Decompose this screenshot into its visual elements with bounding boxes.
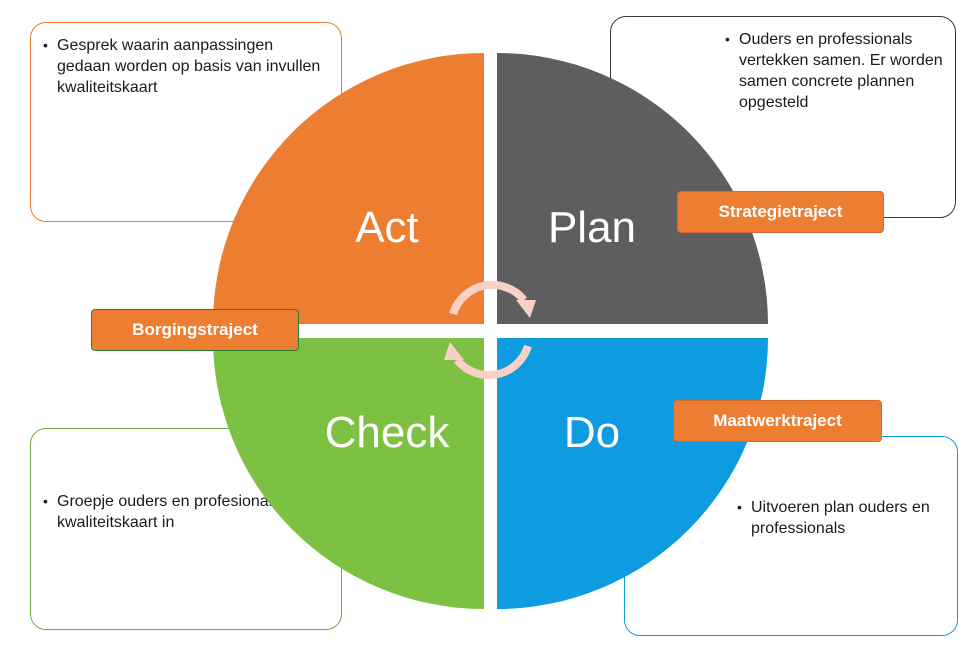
act-description: Gesprek waarin aanpassingen gedaan worde… [43, 35, 327, 98]
do-description: Uitvoeren plan ouders en professionals [737, 497, 947, 539]
check-label: Check [325, 408, 451, 457]
plan-label: Plan [548, 203, 636, 252]
do-label: Do [564, 408, 620, 457]
act-description-box: Gesprek waarin aanpassingen gedaan worde… [30, 22, 342, 222]
strategietraject-tag: Strategietraject [677, 191, 884, 233]
check-description: Groepje ouders en profesionals vullen kw… [43, 491, 329, 533]
plan-description: Ouders en professionals vertekken samen.… [725, 29, 945, 113]
maatwerktraject-tag: Maatwerktraject [673, 400, 882, 442]
act-label: Act [355, 203, 419, 252]
borgingstraject-tag: Borgingstraject [91, 309, 299, 351]
do-quadrant [497, 338, 768, 609]
plan-quadrant [497, 53, 768, 324]
cycle-arrows-icon [444, 280, 536, 380]
act-quadrant [213, 53, 484, 324]
check-quadrant [213, 338, 484, 609]
